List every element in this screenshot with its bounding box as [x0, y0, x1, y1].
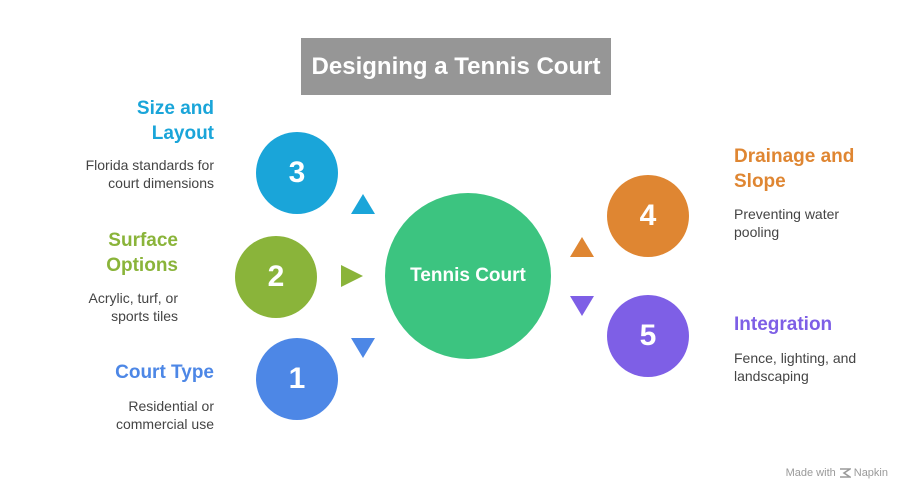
footer-credit: Made with Napkin — [786, 467, 888, 479]
step-1-description: Residential or commercial use — [54, 397, 214, 433]
step-2-heading: Surface Options — [38, 228, 178, 278]
step-5-circle: 5 — [607, 295, 689, 377]
step-1-heading: Court Type — [115, 362, 214, 383]
step-3-description-line-1: Florida standards for — [85, 157, 214, 173]
triangle-up-icon — [570, 237, 594, 257]
step-3-heading-line-1: Size and — [136, 98, 214, 119]
step-5-description-line-1: Fence, lighting, and — [734, 350, 857, 366]
step-2-heading-line-2: Options — [106, 255, 178, 276]
footer-brand: Napkin — [853, 467, 888, 479]
step-1-description-line-2: commercial use — [115, 416, 214, 432]
step-3-circle: 3 — [256, 132, 338, 214]
step-3-heading: Size and Layout — [74, 96, 214, 146]
step-4-circle: 4 — [607, 175, 689, 257]
step-3-description: Florida standards for court dimensions — [54, 156, 214, 192]
step-4-description-line-2: pooling — [734, 224, 780, 240]
triangle-down-icon — [570, 296, 594, 316]
step-5-description-line-2: landscaping — [734, 368, 809, 384]
step-5-description: Fence, lighting, and landscaping — [734, 349, 904, 385]
triangle-right-icon — [341, 265, 363, 287]
step-2-circle: 2 — [235, 236, 317, 318]
step-3-description-line-2: court dimensions — [108, 175, 214, 191]
triangle-up-icon — [351, 194, 375, 214]
step-2-description-line-1: Acrylic, turf, or — [88, 290, 178, 306]
step-4-heading: Drainage and Slope — [734, 144, 894, 194]
triangle-down-icon — [351, 338, 375, 358]
step-2-description: Acrylic, turf, or sports tiles — [18, 289, 178, 325]
step-4-heading-line-2: Slope — [734, 171, 786, 192]
footer-made-with: Made with — [785, 467, 836, 479]
step-4-description: Preventing water pooling — [734, 205, 894, 241]
step-1-circle: 1 — [256, 338, 338, 420]
step-3-heading-line-2: Layout — [151, 123, 214, 144]
center-hub: Tennis Court — [385, 193, 551, 359]
step-4-description-line-1: Preventing water — [734, 206, 840, 222]
step-1-description-line-1: Residential or — [128, 398, 214, 414]
step-2-heading-line-1: Surface — [108, 230, 178, 251]
napkin-logo-icon — [839, 468, 851, 478]
diagram-title: Designing a Tennis Court — [301, 38, 611, 95]
step-2-description-line-2: sports tiles — [111, 308, 178, 324]
step-5-heading: Integration — [734, 314, 833, 335]
step-4-heading-line-1: Drainage and — [734, 146, 855, 167]
